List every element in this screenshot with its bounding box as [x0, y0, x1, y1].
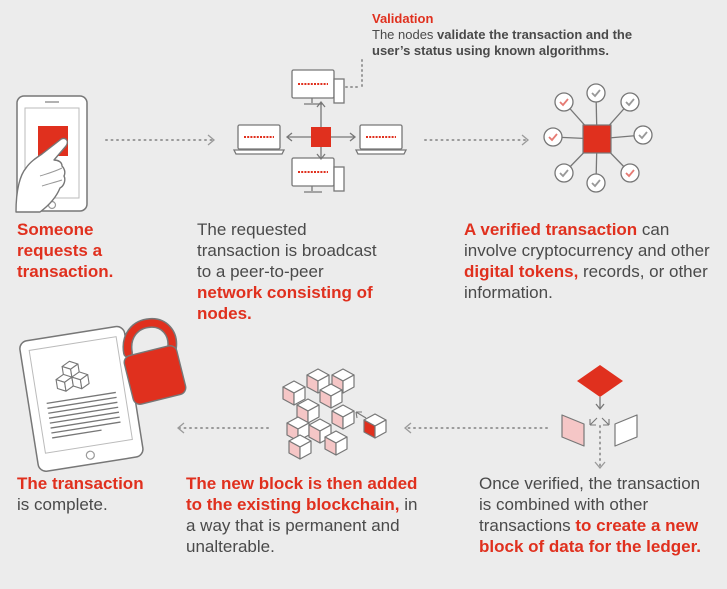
arrow-to-network	[105, 134, 216, 146]
arrow-to-complete	[176, 422, 269, 434]
arrow-to-verified	[424, 134, 530, 146]
step-request-text: Someone requests a transaction.	[17, 220, 114, 281]
phone-hand-icon	[15, 95, 88, 213]
validation-text: The nodes validate the transaction and t…	[372, 27, 633, 58]
block-creation-icon	[561, 365, 638, 447]
validation-callout: Validation The nodes validate the transa…	[372, 11, 642, 59]
verified-network-icon	[543, 83, 653, 193]
arrow-to-blockchain	[403, 422, 548, 434]
step-added-text: The new block is then added to the exist…	[186, 474, 418, 556]
step-verified-text: A verified transaction can involve crypt…	[464, 220, 710, 302]
network-icon	[233, 59, 407, 193]
validation-title: Validation	[372, 11, 434, 26]
blockchain-icon	[282, 368, 387, 460]
step-broadcast-text: The requested transaction is broadcast t…	[197, 220, 377, 323]
tablet-lock-icon	[19, 318, 187, 472]
step-complete-text: The transaction is complete.	[17, 474, 144, 514]
arrow-to-block-creation	[594, 425, 606, 470]
step-combined-text: Once verified, the transaction is combin…	[479, 474, 701, 556]
